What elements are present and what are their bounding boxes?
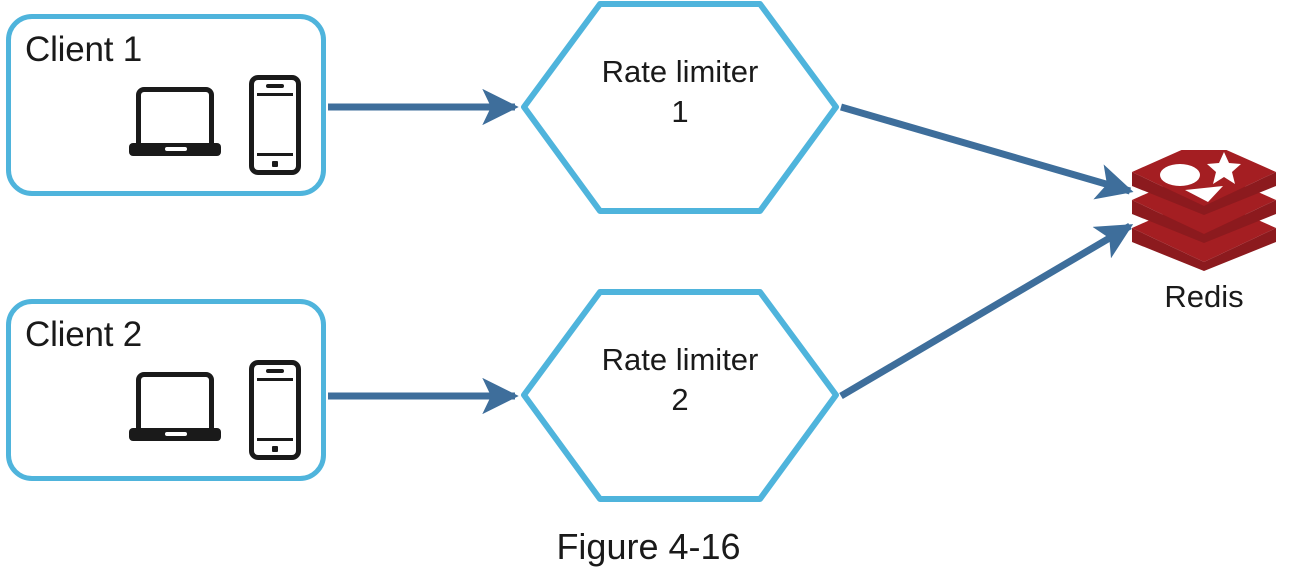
phone-screen-part: [257, 93, 293, 156]
client-node-2[interactable]: Client 2: [6, 299, 326, 481]
client-2-devices: [129, 360, 319, 465]
laptop-screen-part: [136, 87, 214, 143]
figure-caption: Figure 4-16: [556, 526, 741, 567]
redis-node[interactable]: Redis: [1128, 150, 1280, 330]
rate-limiter-node-1[interactable]: Rate limiter 1: [520, 0, 840, 215]
phone-speaker-part: [266, 84, 284, 88]
client-node-1[interactable]: Client 1: [6, 14, 326, 196]
phone-home-button-part: [272, 161, 278, 167]
laptop-notch-part: [165, 432, 187, 436]
laptop-notch-part: [165, 147, 187, 151]
redis-stack-icon: [1132, 150, 1276, 271]
edge-limiter1-to-redis: [840, 103, 1134, 200]
rate-limiter-node-2[interactable]: Rate limiter 2: [520, 288, 840, 503]
hexagon-shape: [521, 1, 839, 214]
rate-limiter-2-label: Rate limiter 2: [601, 342, 759, 417]
smartphone-icon: [249, 360, 301, 460]
phone-home-button-part: [272, 446, 278, 452]
rate-limiter-1-label: Rate limiter 1: [601, 54, 759, 129]
client-2-label: Client 2: [25, 315, 143, 354]
redis-label: Redis: [1164, 279, 1244, 314]
hexagon-shape: [521, 289, 839, 502]
phone-screen-part: [257, 378, 293, 441]
phone-speaker-part: [266, 369, 284, 373]
edge-limiter2-to-redis: [839, 222, 1134, 400]
laptop-screen-part: [136, 372, 214, 428]
smartphone-icon: [249, 75, 301, 175]
laptop-icon: [129, 87, 221, 167]
client-1-label: Client 1: [25, 30, 143, 69]
client-1-devices: [129, 75, 319, 180]
laptop-icon: [129, 372, 221, 452]
